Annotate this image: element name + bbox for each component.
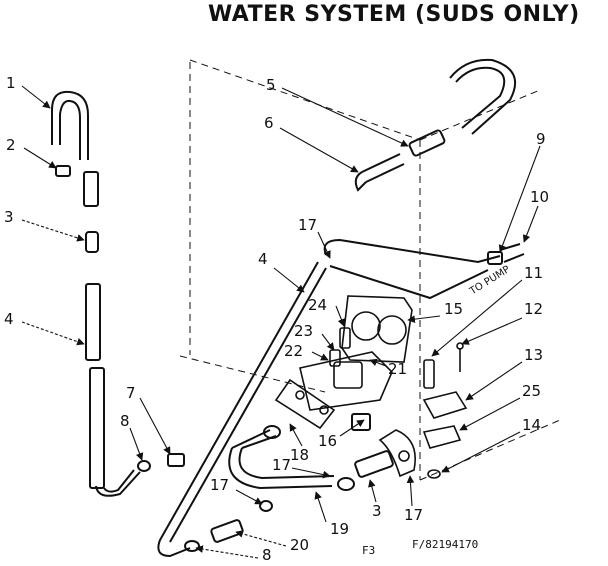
right-parts xyxy=(378,342,468,479)
callout-8-low: 8 xyxy=(262,546,272,564)
part-number: F/82194170 xyxy=(412,538,479,551)
callout-3-low: 3 xyxy=(372,502,382,520)
hose-part-4 xyxy=(85,283,101,361)
hose-clamp-part-2 xyxy=(55,165,71,177)
callout-11: 11 xyxy=(524,264,544,282)
figure-code: F3 xyxy=(362,544,376,557)
callout-10: 10 xyxy=(530,188,550,206)
part-25 xyxy=(422,425,462,449)
left-hose-assembly xyxy=(51,90,141,497)
callout-16: 16 xyxy=(318,432,338,450)
callout-15: 15 xyxy=(444,300,464,318)
callout-4: 4 xyxy=(4,310,14,328)
callout-19: 19 xyxy=(330,520,350,538)
callout-8: 8 xyxy=(120,412,130,430)
lower-hose xyxy=(89,367,105,489)
clamp-part-8-lower xyxy=(184,540,200,552)
callout-24: 24 xyxy=(308,296,328,314)
callout-21: 21 xyxy=(388,360,408,378)
part-11 xyxy=(423,359,435,389)
clamp-part-17 xyxy=(263,425,281,439)
clamp-part-8 xyxy=(137,460,151,472)
part-7 xyxy=(167,453,185,467)
callout-9: 9 xyxy=(536,130,546,148)
leader-lines xyxy=(21,85,541,559)
part-20 xyxy=(210,519,244,543)
callout-17-low: 17 xyxy=(210,476,230,494)
cabinet-outline xyxy=(179,59,561,481)
callout-4-diag: 4 xyxy=(258,250,268,268)
callout-17-mid: 17 xyxy=(272,456,292,474)
callout-22: 22 xyxy=(284,342,304,360)
callout-17-right: 17 xyxy=(404,506,424,524)
callout-17-top: 17 xyxy=(298,216,318,234)
upper-hose-assembly xyxy=(354,58,516,192)
callout-23: 23 xyxy=(294,322,314,340)
callout-7: 7 xyxy=(126,384,136,402)
diagram-title: WATER SYSTEM (SUDS ONLY) xyxy=(208,2,580,27)
callout-25: 25 xyxy=(522,382,542,400)
callout-6: 6 xyxy=(264,114,274,132)
part-13 xyxy=(422,391,468,419)
valve-assembly xyxy=(274,295,413,430)
hose-clamp-part-9 xyxy=(487,251,503,265)
callout-18: 18 xyxy=(290,446,310,464)
callout-14: 14 xyxy=(522,416,542,434)
part-3-connector xyxy=(354,450,394,478)
part-14 xyxy=(427,469,441,479)
callout-5: 5 xyxy=(266,76,276,94)
callout-2: 2 xyxy=(6,136,16,154)
callout-12: 12 xyxy=(524,300,544,318)
callout-1: 1 xyxy=(6,74,16,92)
callout-20: 20 xyxy=(290,536,310,554)
callout-13: 13 xyxy=(524,346,544,364)
part-12 xyxy=(456,342,464,350)
callout-3: 3 xyxy=(4,208,14,226)
hose-segment xyxy=(83,171,99,207)
connector-part-3 xyxy=(85,231,99,253)
